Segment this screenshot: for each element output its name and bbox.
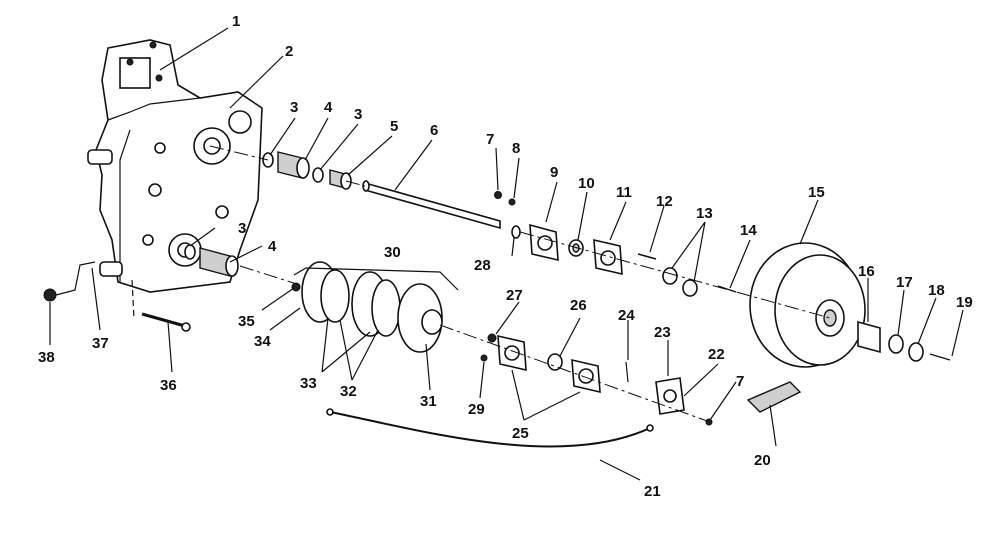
callout-21: 21 <box>644 483 661 500</box>
callout-37: 37 <box>92 335 109 352</box>
gearcase-housing <box>87 39 263 293</box>
callout-25: 25 <box>512 425 529 442</box>
callout-29: 29 <box>468 401 485 418</box>
callout-3a: 3 <box>290 99 298 116</box>
callout-1: 1 <box>232 13 240 30</box>
callout-38: 38 <box>38 349 55 366</box>
leader-lines <box>49 27 964 481</box>
callout-17: 17 <box>896 274 913 291</box>
callout-labels: 1 2 3 4 3 5 6 7 8 9 10 11 12 13 14 15 16… <box>38 13 973 500</box>
callout-4a: 4 <box>324 99 333 116</box>
callout-5: 5 <box>390 118 398 135</box>
callout-22: 22 <box>708 346 725 363</box>
callout-12: 12 <box>656 193 673 210</box>
callout-31: 31 <box>420 393 437 410</box>
callout-7b: 7 <box>736 373 744 390</box>
callout-3b: 3 <box>354 106 362 123</box>
callout-10: 10 <box>578 175 595 192</box>
callout-4b: 4 <box>268 238 277 255</box>
callout-6: 6 <box>430 122 438 139</box>
callout-32: 32 <box>340 383 357 400</box>
callout-3c: 3 <box>238 220 246 237</box>
lower-bearing-caps <box>497 334 713 426</box>
callout-27: 27 <box>506 287 523 304</box>
callout-23: 23 <box>654 324 671 341</box>
callout-2: 2 <box>285 43 293 60</box>
callout-36: 36 <box>160 377 177 394</box>
driven-clutch <box>746 242 951 413</box>
callout-26: 26 <box>570 297 587 314</box>
callout-16: 16 <box>858 263 875 280</box>
callout-35: 35 <box>238 313 255 330</box>
callout-8: 8 <box>512 140 520 157</box>
callout-24: 24 <box>618 307 635 324</box>
callout-34: 34 <box>254 333 271 350</box>
lower-gear-cluster <box>184 244 497 362</box>
assembly-axes <box>209 145 831 423</box>
callout-30: 30 <box>384 244 401 261</box>
callout-28: 28 <box>474 257 491 274</box>
callout-13: 13 <box>696 205 713 222</box>
callout-14: 14 <box>740 222 757 239</box>
callout-11: 11 <box>616 184 632 201</box>
upper-bearing-caps <box>529 223 737 297</box>
callout-20: 20 <box>754 452 771 469</box>
upper-shaft-assembly <box>262 151 521 239</box>
callout-33: 33 <box>300 375 317 392</box>
callout-9: 9 <box>550 164 558 181</box>
callout-7a: 7 <box>486 131 494 148</box>
callout-19: 19 <box>956 294 973 311</box>
callout-18: 18 <box>928 282 945 299</box>
callout-15: 15 <box>808 184 825 201</box>
misc-hardware <box>43 261 654 448</box>
